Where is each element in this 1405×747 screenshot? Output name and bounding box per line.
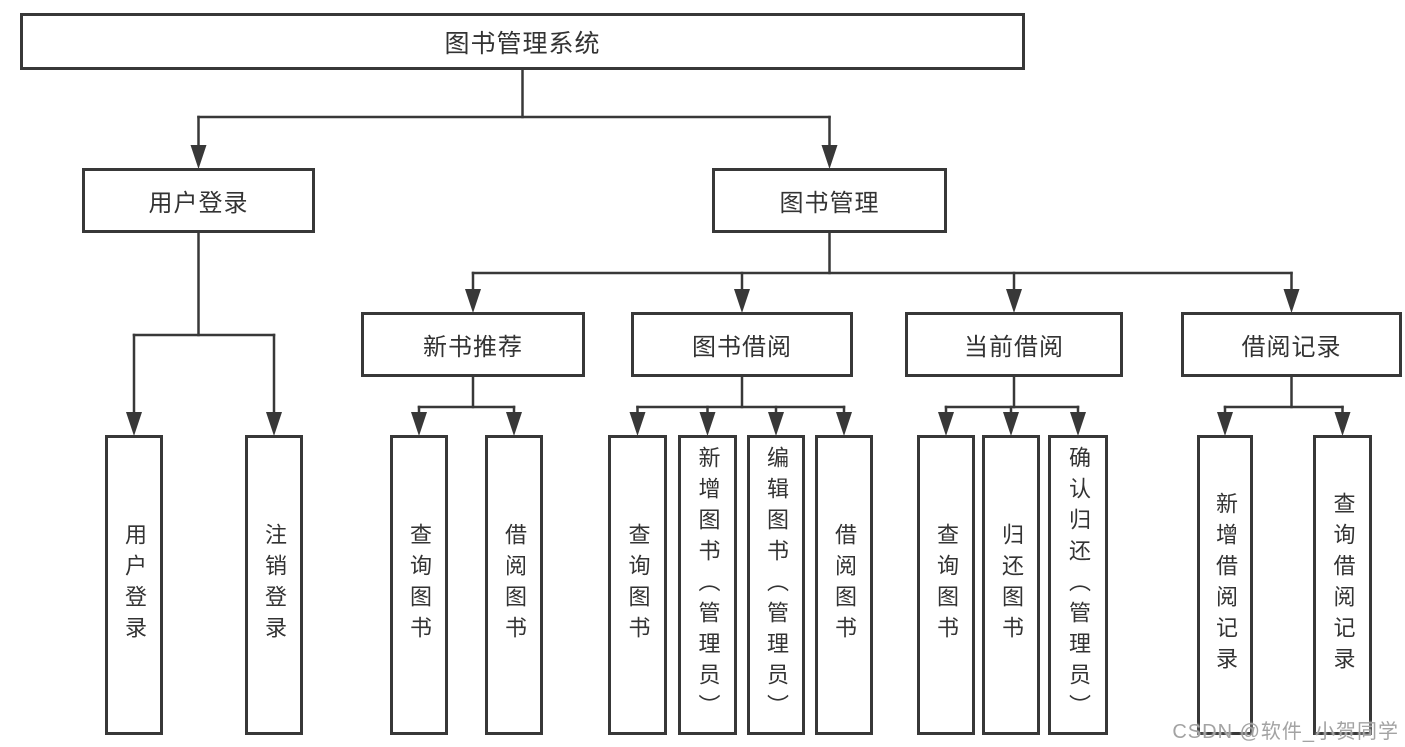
arrowhead-icon (1003, 412, 1019, 436)
arrowhead-icon (768, 412, 784, 436)
arrowhead-icon (629, 412, 646, 436)
node-label: 借阅图书 (832, 523, 857, 647)
arrowhead-icon (506, 412, 522, 436)
node-label: 图书管理系统 (444, 29, 601, 58)
arrowhead-icon (1006, 289, 1022, 313)
node-user-login: 用户登录 (82, 168, 315, 233)
node-current-borrowing: 当前借阅 (905, 312, 1123, 377)
arrowhead-icon (1217, 412, 1233, 436)
node-leaf-br-add-record: 新增借阅记录 (1197, 435, 1253, 735)
node-label: 图书借阅 (692, 334, 792, 361)
node-leaf-bb-borrow-books: 借阅图书 (815, 435, 873, 735)
node-leaf-bb-add-books: 新增图书（管理员） (678, 435, 737, 735)
node-label: 注销登录 (262, 523, 287, 647)
node-label: 查询图书 (407, 523, 432, 647)
node-label: 编辑图书（管理员） (764, 445, 789, 725)
node-label: 确认归还（管理员） (1066, 445, 1091, 725)
node-leaf-user-login: 用户登录 (105, 435, 163, 735)
arrowhead-icon (465, 289, 481, 313)
arrowhead-icon (1334, 412, 1351, 436)
node-leaf-logout: 注销登录 (245, 435, 303, 735)
node-leaf-bb-edit-books: 编辑图书（管理员） (747, 435, 805, 735)
node-label: 借阅记录 (1241, 334, 1342, 361)
node-label: 用户登录 (148, 190, 249, 217)
node-label: 用户登录 (122, 523, 147, 647)
arrowhead-icon (126, 412, 142, 436)
node-new-book-recommend: 新书推荐 (361, 312, 585, 377)
arrowhead-icon (190, 145, 207, 169)
node-root: 图书管理系统 (20, 13, 1025, 70)
arrowhead-icon (734, 289, 750, 313)
node-label: 新增图书（管理员） (695, 445, 721, 725)
arrowhead-icon (1283, 289, 1300, 313)
csdn-watermark: CSDN @软件_小贺同学 (1172, 721, 1399, 743)
node-leaf-cb-return-books: 归还图书 (982, 435, 1040, 735)
node-leaf-cb-confirm-return: 确认归还（管理员） (1048, 435, 1108, 735)
arrowhead-icon (938, 412, 954, 436)
arrowhead-icon (699, 412, 716, 436)
node-label: 查询图书 (934, 523, 959, 647)
node-leaf-nbr-borrow-books: 借阅图书 (485, 435, 543, 735)
node-leaf-br-query-record: 查询借阅记录 (1313, 435, 1372, 735)
node-label: 归还图书 (999, 523, 1024, 647)
arrowhead-icon (1070, 412, 1086, 436)
node-book-management: 图书管理 (712, 168, 947, 233)
arrowhead-icon (821, 145, 838, 169)
node-label: 图书管理 (779, 190, 880, 217)
node-borrowing-records: 借阅记录 (1181, 312, 1402, 377)
arrowhead-icon (836, 412, 852, 436)
node-label: 借阅图书 (502, 523, 527, 647)
node-leaf-cb-query-books: 查询图书 (917, 435, 975, 735)
node-book-borrowing: 图书借阅 (631, 312, 853, 377)
node-label: 新增借阅记录 (1213, 492, 1238, 678)
node-leaf-bb-query-books: 查询图书 (608, 435, 667, 735)
arrowhead-icon (411, 412, 427, 436)
node-label: 查询图书 (625, 523, 651, 647)
node-label: 当前借阅 (964, 334, 1064, 361)
node-label: 查询借阅记录 (1330, 492, 1356, 678)
arrowhead-icon (266, 412, 282, 436)
node-label: 新书推荐 (423, 334, 523, 361)
node-leaf-nbr-query-books: 查询图书 (390, 435, 448, 735)
